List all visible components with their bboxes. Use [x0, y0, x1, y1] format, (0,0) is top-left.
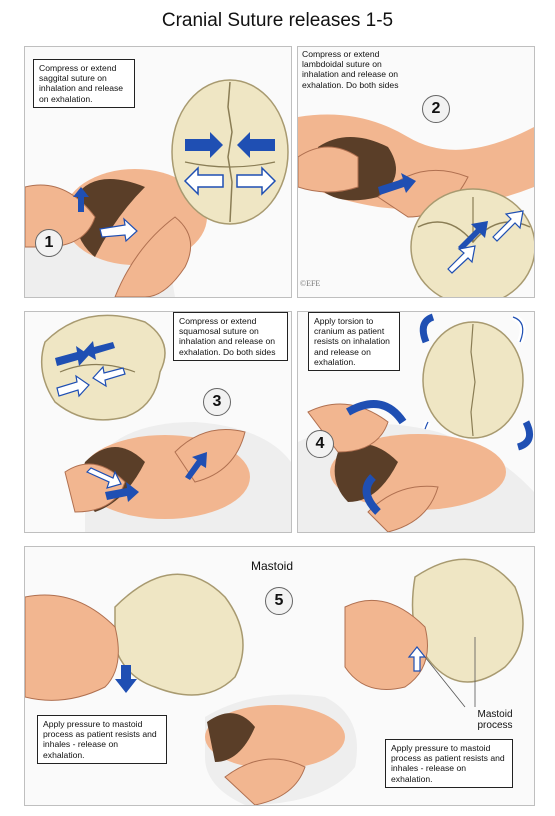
skull-left [114, 573, 244, 696]
panel-3-illustration [25, 312, 291, 532]
panel-1-caption: Compress or extend saggital suture on in… [33, 59, 135, 108]
panel-2-illustration [298, 47, 534, 297]
step-number-1: 1 [35, 229, 63, 257]
arrow-icon [55, 346, 89, 366]
arrow-icon [99, 217, 138, 243]
panel-5-caption-right: Apply pressure to mastoid process as pat… [385, 739, 513, 788]
step-number-2: 2 [422, 95, 450, 123]
skull-top-view [171, 79, 289, 225]
arrow-icon [92, 365, 126, 388]
curved-arrow-icon [362, 474, 381, 515]
skull-back-view [410, 188, 534, 297]
mastoid-label: Mastoid [251, 559, 294, 573]
step-number-5: 5 [265, 587, 293, 615]
curved-arrow-icon [512, 316, 524, 343]
arrow-icon [85, 467, 122, 489]
arrow-icon [183, 166, 224, 196]
panel-5-caption-left: Apply pressure to mastoid process as pat… [37, 715, 167, 764]
arrow-icon [115, 665, 137, 693]
curved-arrow-icon [346, 400, 407, 425]
mastoid-process-label: Mastoid process [477, 709, 513, 731]
left-hand [25, 594, 119, 701]
left-hand [307, 403, 389, 453]
panel-5: Mastoid 5 Mastoid process Apply pressure… [24, 546, 535, 806]
panel-4-caption: Apply torsion to cranium as patient resi… [308, 312, 400, 372]
right-hand [114, 216, 192, 297]
skull-top-view [422, 321, 524, 439]
artist-signature: ©EFE [300, 279, 321, 288]
panel-2-caption: Compress or extend lambdoidal suture on … [302, 49, 399, 90]
panel-3: Compress or extend squamosal suture on i… [24, 311, 292, 533]
panel-4: Apply torsion to cranium as patient resi… [297, 311, 535, 533]
page-title: Cranial Suture releases 1-5 [161, 10, 394, 31]
step-number-3: 3 [203, 388, 231, 416]
hair [334, 444, 398, 502]
panel-1-illustration [25, 47, 291, 297]
arrow-icon [236, 166, 277, 196]
arrow-icon [56, 374, 90, 398]
arrow-icon [447, 245, 476, 274]
arrow-icon [73, 187, 89, 212]
hair [207, 713, 255, 762]
arrow-icon [378, 173, 416, 195]
arrow-icon [458, 221, 488, 251]
curved-arrow-icon [516, 420, 534, 451]
arrow-icon [492, 210, 524, 242]
arrow-icon [237, 132, 275, 158]
right-hand [367, 485, 439, 532]
left-hand [298, 146, 359, 193]
panel-3-caption: Compress or extend squamosal suture on i… [173, 312, 288, 361]
arrow-icon [105, 482, 139, 502]
step-number-4: 4 [306, 430, 334, 458]
right-hand [224, 758, 306, 805]
arrow-icon [185, 452, 207, 480]
panel-2: Compress or extend lambdoidal suture on … [297, 46, 535, 298]
arrow-icon [83, 341, 115, 360]
arrow-icon [407, 646, 427, 672]
arrow-icon [185, 132, 223, 158]
curved-arrow-icon [419, 313, 435, 344]
hair [74, 179, 145, 257]
hand-right-panel [344, 599, 428, 690]
panel-1: Compress or extend saggital suture on in… [24, 46, 292, 298]
